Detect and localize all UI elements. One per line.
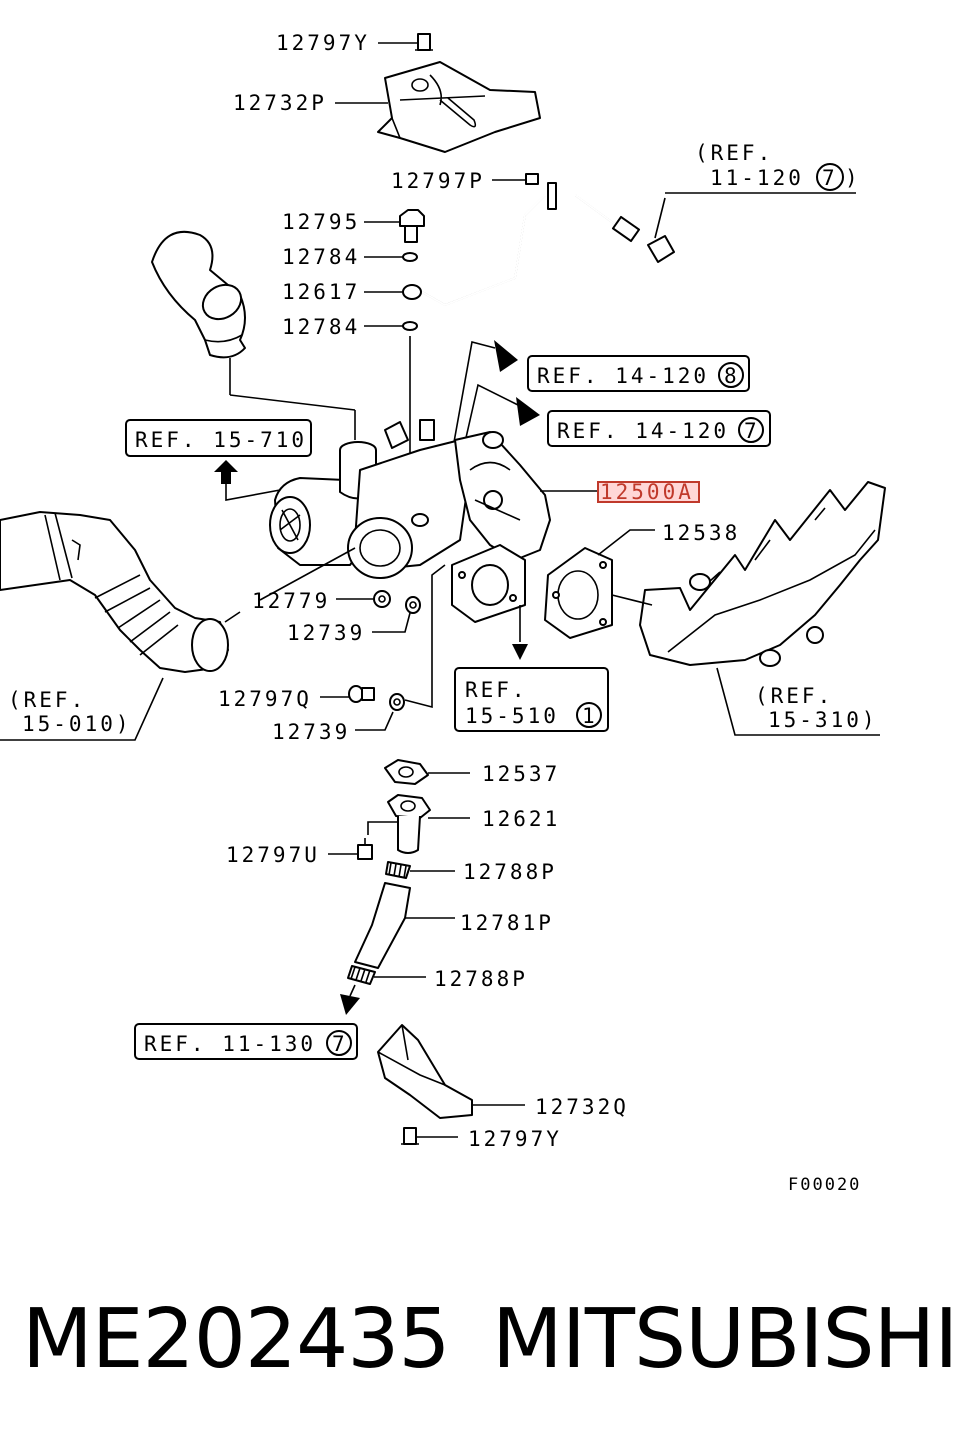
fitting-ref-11-120[interactable]: [647, 197, 675, 263]
washer-12739-b[interactable]: [389, 693, 405, 711]
label-12732Q: 12732Q: [535, 1095, 629, 1119]
washer-12784-b[interactable]: [402, 321, 418, 331]
ref-15-310-line1: (REF.: [755, 684, 833, 708]
ref-14-120-8-text: REF. 14-120: [537, 364, 709, 388]
intake-hose-ref-15-010[interactable]: [0, 511, 229, 673]
ref-11-130-circle: 7: [332, 1032, 348, 1056]
label-12784-a: 12784: [282, 245, 360, 269]
hose-12781P[interactable]: [354, 882, 411, 969]
ref-15-010-line1: (REF.: [8, 688, 86, 712]
ref-15-510-line1: REF.: [465, 678, 528, 702]
label-12617: 12617: [282, 280, 360, 304]
label-12537: 12537: [482, 762, 560, 786]
label-12795: 12795: [282, 210, 360, 234]
label-12779: 12779: [252, 589, 330, 613]
bolt-12797Y-top[interactable]: [415, 33, 433, 51]
washer-12784-a[interactable]: [402, 252, 418, 262]
label-12621: 12621: [482, 807, 560, 831]
label-12797Y-bottom: 12797Y: [468, 1127, 562, 1151]
heat-shield-12732Q[interactable]: [377, 1024, 473, 1119]
bolt-12797Y-bottom[interactable]: [401, 1127, 419, 1145]
nut-12779[interactable]: [373, 590, 391, 608]
stud-12797Q[interactable]: [348, 685, 375, 703]
label-12781P: 12781P: [460, 911, 554, 935]
heat-shield-12732P[interactable]: [377, 61, 541, 153]
label-12784-b: 12784: [282, 315, 360, 339]
ref-15-510-line2: 15-510: [465, 704, 559, 728]
label-12788P-a: 12788P: [463, 860, 557, 884]
part-number: ME202435: [22, 1292, 451, 1387]
label-12732P: 12732P: [233, 91, 327, 115]
ref-11-130-text: REF. 11-130: [144, 1032, 316, 1056]
ref-box-15-510[interactable]: REF. 15-510 1: [454, 667, 609, 732]
ref-11-120-line2: 11-120: [710, 166, 804, 190]
label-12797Y-top: 12797Y: [276, 31, 370, 55]
exhaust-manifold-ref-15-310[interactable]: [639, 481, 886, 667]
label-12788P-b: 12788P: [434, 967, 528, 991]
ref-box-14-120-7[interactable]: REF. 14-120 7: [547, 410, 771, 447]
label-12797Q: 12797Q: [218, 687, 312, 711]
ref-11-120-circle: 7: [822, 166, 838, 190]
clamp-12788P-a[interactable]: [385, 861, 411, 879]
ref-14-120-8-circle: 8: [724, 364, 740, 388]
ref-11-120-close: ): [845, 166, 861, 190]
eyebolt-12617[interactable]: [402, 284, 422, 300]
clamp-12788P-b[interactable]: [347, 965, 376, 985]
brand-name: MITSUBISHI: [492, 1292, 958, 1387]
washer-12739-a[interactable]: [405, 596, 421, 614]
gasket-12537[interactable]: [384, 759, 429, 785]
bolt-12795[interactable]: [399, 209, 425, 243]
gasket-12538[interactable]: [544, 547, 613, 639]
turbine-flange[interactable]: [451, 544, 526, 623]
ref-14-120-7-text: REF. 14-120: [557, 419, 729, 443]
ref-box-15-710[interactable]: REF. 15-710: [125, 419, 312, 457]
ref-15-010-line2: 15-010): [22, 712, 132, 736]
bolt-12797U[interactable]: [357, 838, 373, 860]
label-12538: 12538: [662, 521, 740, 545]
ref-15-510-circle: 1: [582, 704, 598, 728]
turbocharger-12500A[interactable]: [269, 419, 551, 579]
ref-14-120-7-circle: 7: [744, 419, 760, 443]
label-12739-a: 12739: [287, 621, 365, 645]
label-12797U: 12797U: [226, 843, 320, 867]
ref-box-14-120-8[interactable]: REF. 14-120 8: [527, 355, 750, 392]
pipe-12621[interactable]: [387, 794, 431, 854]
bolt-12797P[interactable]: [525, 173, 539, 185]
intake-elbow-hose[interactable]: [151, 230, 247, 359]
ref-15-310-line2: 15-310): [768, 708, 878, 732]
label-12739-b: 12739: [272, 720, 350, 744]
ref-box-11-130[interactable]: REF. 11-130 7: [134, 1023, 358, 1060]
oil-feed-pipe[interactable]: [414, 182, 641, 307]
label-12797P: 12797P: [391, 169, 485, 193]
ref-11-120-line1: (REF.: [695, 141, 773, 165]
diagram-code: F00020: [788, 1175, 861, 1195]
label-12500A: 12500A: [600, 480, 694, 504]
ref-15-710-text: REF. 15-710: [135, 428, 307, 452]
